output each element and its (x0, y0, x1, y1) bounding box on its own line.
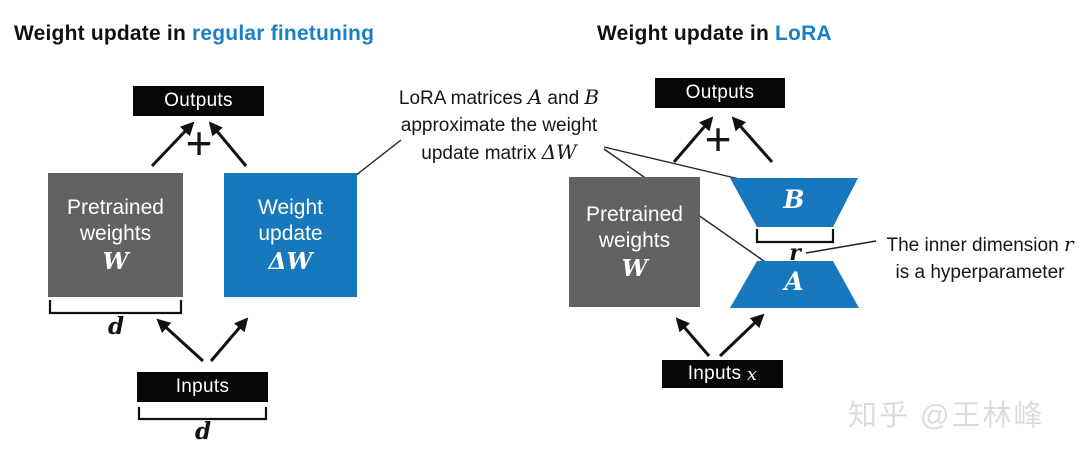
bracket-d-weights (48, 300, 183, 315)
right-title-prefix: Weight update in (597, 22, 776, 45)
lora-note-line2: approximate the weight (400, 114, 598, 136)
matrix-b-label: B (783, 185, 805, 214)
inner-dimension-note: The inner dimension r is a hyperparamete… (880, 231, 1080, 286)
right-pretrained-line1: Pretrained (586, 203, 683, 226)
lora-note-symbol-a: A (527, 85, 543, 109)
pretrained-line2: weights (79, 222, 152, 245)
line-note-to-r (805, 240, 877, 254)
right-outputs-label: Outputs (685, 82, 755, 103)
right-outputs-box: Outputs (655, 78, 785, 108)
arrow-inputs-to-a (718, 313, 765, 358)
dim-label-d-inputs: d (194, 418, 212, 445)
inner-dim-note-line1: The inner dimension r (880, 231, 1080, 260)
arrow-inputs-to-pretrained-right (675, 317, 711, 357)
update-line2: update (258, 222, 323, 245)
right-inputs-box: Inputs x (662, 360, 783, 388)
right-inputs-label: Inputs (687, 363, 742, 384)
inner-dim-note-line2: is a hyperparameter (895, 261, 1065, 283)
inner-dim-note-l1a: The inner dimension (886, 235, 1064, 256)
lora-note-symbol-delta-w: ΔW (541, 140, 577, 164)
right-pretrained-weights-box: Pretrained weights W (569, 177, 700, 307)
left-plus-sign: + (185, 117, 213, 169)
pretrained-symbol-w: W (102, 248, 129, 275)
lora-note-l3a: update matrix (421, 143, 542, 164)
right-title: Weight update in LoRA (597, 22, 832, 46)
weight-update-box: Weight update ΔW (224, 173, 357, 297)
lora-matrices-note: LoRA matrices A and B approximate the we… (383, 84, 615, 168)
right-title-highlight: LoRA (775, 22, 832, 45)
right-plus-sign: + (704, 113, 732, 165)
right-inputs-symbol-x: x (746, 363, 758, 385)
watermark: 知乎 @王林峰 (848, 400, 1045, 432)
pretrained-line1: Pretrained (67, 196, 164, 219)
arrow-inputs-to-pretrained (156, 318, 205, 363)
left-inputs-label: Inputs (175, 376, 230, 397)
left-outputs-box: Outputs (133, 86, 264, 116)
lora-note-symbol-b: B (584, 85, 600, 109)
left-title: Weight update in regular finetuning (14, 22, 374, 46)
dim-label-d-weights: d (107, 313, 125, 340)
right-pretrained-symbol-w: W (621, 255, 648, 282)
left-title-highlight: regular finetuning (192, 22, 375, 45)
matrix-a-label: A (784, 267, 804, 296)
left-pretrained-weights-box: Pretrained weights W (48, 173, 183, 297)
inner-dim-note-symbol-r: r (1063, 232, 1074, 256)
right-pretrained-line2: weights (598, 229, 671, 252)
lora-note-line3: update matrix ΔW (383, 139, 615, 168)
update-symbol-delta-w: ΔW (268, 248, 313, 275)
inner-dim-r-label: r (789, 240, 801, 266)
left-outputs-label: Outputs (164, 90, 233, 111)
arrow-inputs-to-update (209, 317, 249, 362)
lora-note-l1c: and (542, 88, 585, 109)
lora-note-line1: LoRA matrices A and B (383, 84, 615, 113)
lora-note-l1a: LoRA matrices (398, 88, 528, 109)
left-title-prefix: Weight update in (14, 22, 193, 45)
update-line1: Weight (258, 196, 323, 219)
left-inputs-box: Inputs (137, 372, 268, 402)
